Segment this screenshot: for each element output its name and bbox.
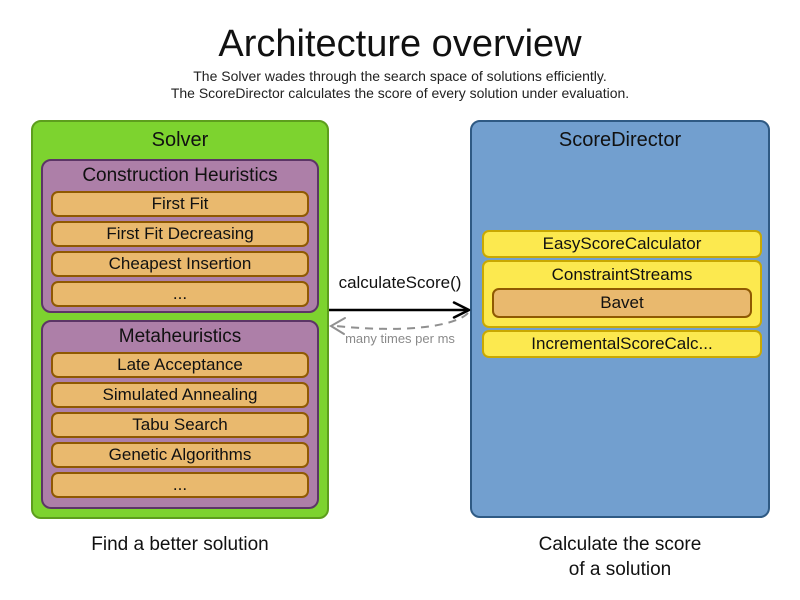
construction-heuristics-group: Construction Heuristics First Fit First … (41, 159, 319, 313)
construction-heuristics-title: Construction Heuristics (82, 165, 278, 186)
bavet-item: Bavet (492, 288, 752, 318)
scoredirector-title: ScoreDirector (558, 129, 682, 151)
calculate-score-label: calculateScore() (338, 273, 462, 292)
calculator-item-easyscorecalculator: EasyScoreCalculator (482, 230, 762, 258)
solver-title: Solver (151, 129, 209, 151)
metaheuristic-item: Late Acceptance (51, 352, 309, 378)
constraintstreams-label: ConstraintStreams (551, 265, 693, 284)
subtitle-line-2: The ScoreDirector calculates the score o… (170, 85, 630, 101)
heuristic-item: Cheapest Insertion (51, 251, 309, 277)
metaheuristics-group: Metaheuristics Late Acceptance Simulated… (41, 320, 319, 509)
calculator-item-incrementalscorecalc: IncrementalScoreCalc... (482, 330, 762, 358)
heuristic-item: First Fit (51, 191, 309, 217)
caption-calculate-score-line2: of a solution (568, 559, 672, 580)
heuristic-item: First Fit Decreasing (51, 221, 309, 247)
caption-calculate-score-line1: Calculate the score (538, 534, 702, 555)
metaheuristic-item: Genetic Algorithms (51, 442, 309, 468)
metaheuristic-item: ... (51, 472, 309, 498)
caption-calculate-score: Calculate the score of a solution (470, 532, 770, 582)
subtitle-line-1: The Solver wades through the search spac… (193, 68, 607, 84)
caption-find-solution: Find a better solution (91, 534, 269, 555)
calculator-item-constraintstreams: ConstraintStreams Bavet (482, 260, 762, 328)
solver-box: Solver Construction Heuristics First Fit… (31, 120, 329, 519)
metaheuristic-item: Simulated Annealing (51, 382, 309, 408)
page-title: Architecture overview (218, 23, 582, 65)
frequency-label: many times per ms (345, 331, 455, 346)
metaheuristic-item: Tabu Search (51, 412, 309, 438)
scoredirector-box: ScoreDirector EasyScoreCalculator Constr… (470, 120, 770, 518)
metaheuristics-title: Metaheuristics (118, 326, 242, 347)
heuristic-item: ... (51, 281, 309, 307)
calculate-score-arrow (329, 301, 471, 319)
